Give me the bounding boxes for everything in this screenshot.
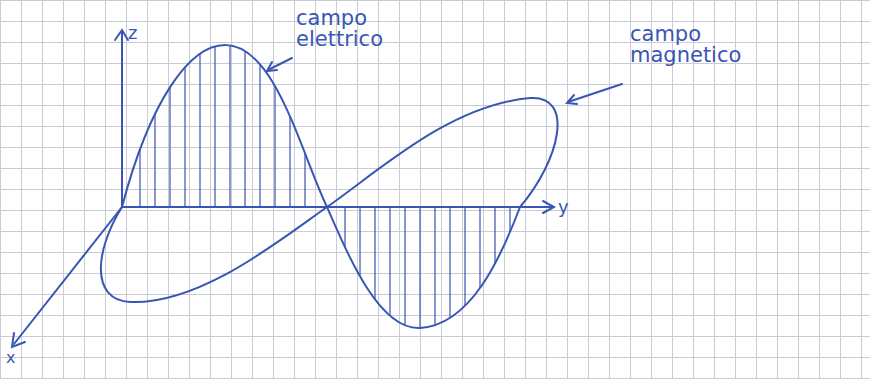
axis-arrow (543, 201, 554, 213)
hatching (140, 30, 305, 207)
axis-label: z (128, 24, 137, 42)
x-axis (14, 207, 122, 344)
hatching (345, 207, 510, 340)
y-axis (122, 206, 552, 208)
leader-arrow (267, 62, 277, 71)
electric-wave (122, 45, 520, 328)
field-label: campo magnetico (630, 24, 770, 66)
leader-arrow (568, 84, 622, 102)
leader-arrow (567, 95, 577, 104)
leader-arrow (268, 58, 292, 70)
field-label: campo elettrico (296, 8, 416, 50)
z-axis (121, 32, 123, 207)
magnetic-wave (101, 98, 558, 302)
axis-arrow (115, 30, 128, 40)
axis-label: y (558, 198, 569, 216)
axis-arrow (12, 333, 25, 347)
axis-label: x (6, 350, 15, 366)
